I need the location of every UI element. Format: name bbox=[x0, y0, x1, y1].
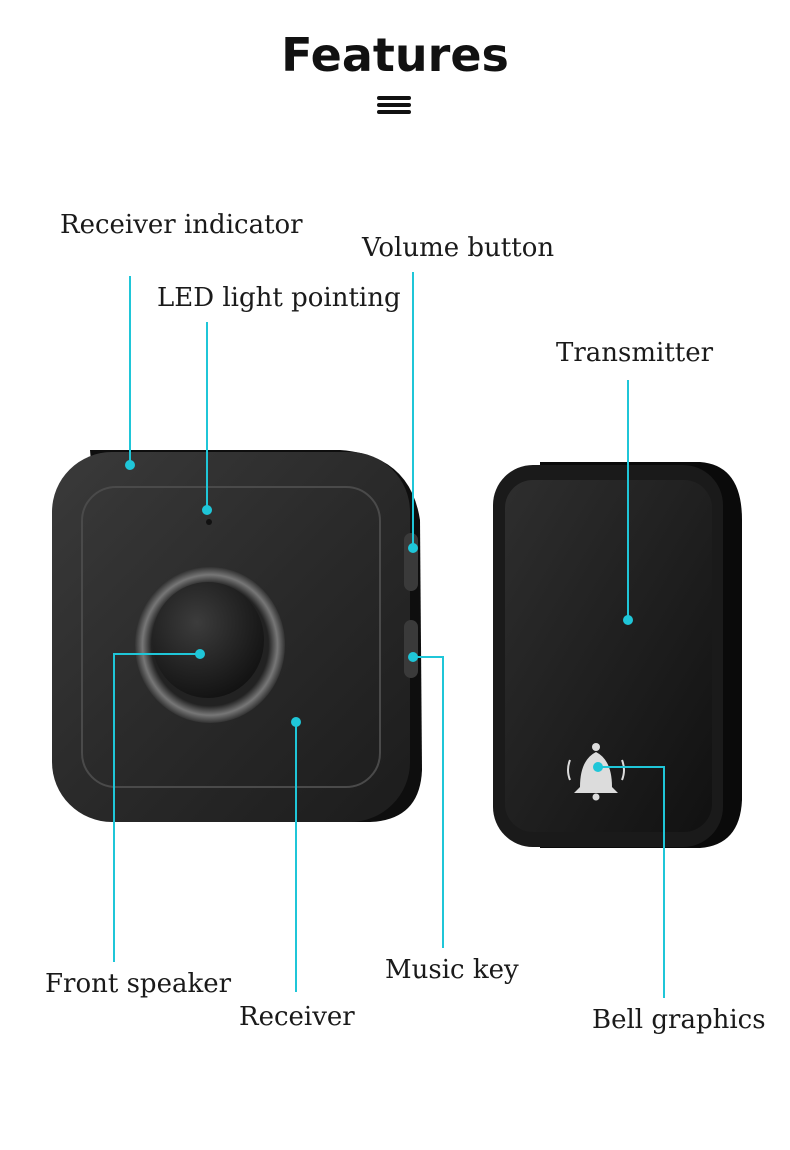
menu-icon bbox=[377, 96, 411, 116]
callout-dots bbox=[125, 460, 633, 772]
label-bell-graphics: Bell graphics bbox=[592, 1005, 766, 1035]
label-led-light: LED light pointing bbox=[157, 283, 401, 313]
bell-icon bbox=[567, 743, 625, 801]
transmitter-device bbox=[493, 462, 742, 848]
receiver-device bbox=[52, 450, 422, 822]
led-indicator bbox=[206, 519, 212, 525]
label-receiver: Receiver bbox=[239, 1002, 355, 1032]
callout-lines bbox=[113, 272, 665, 998]
volume-button bbox=[404, 533, 418, 591]
label-front-speaker: Front speaker bbox=[45, 969, 232, 999]
label-music-key: Music key bbox=[385, 955, 519, 985]
label-transmitter: Transmitter bbox=[556, 338, 714, 368]
speaker-cone bbox=[152, 582, 264, 698]
page-title: Features bbox=[281, 28, 509, 82]
music-key-button bbox=[404, 620, 418, 678]
label-volume-button: Volume button bbox=[362, 233, 555, 263]
label-receiver-indicator: Receiver indicator bbox=[60, 210, 303, 240]
